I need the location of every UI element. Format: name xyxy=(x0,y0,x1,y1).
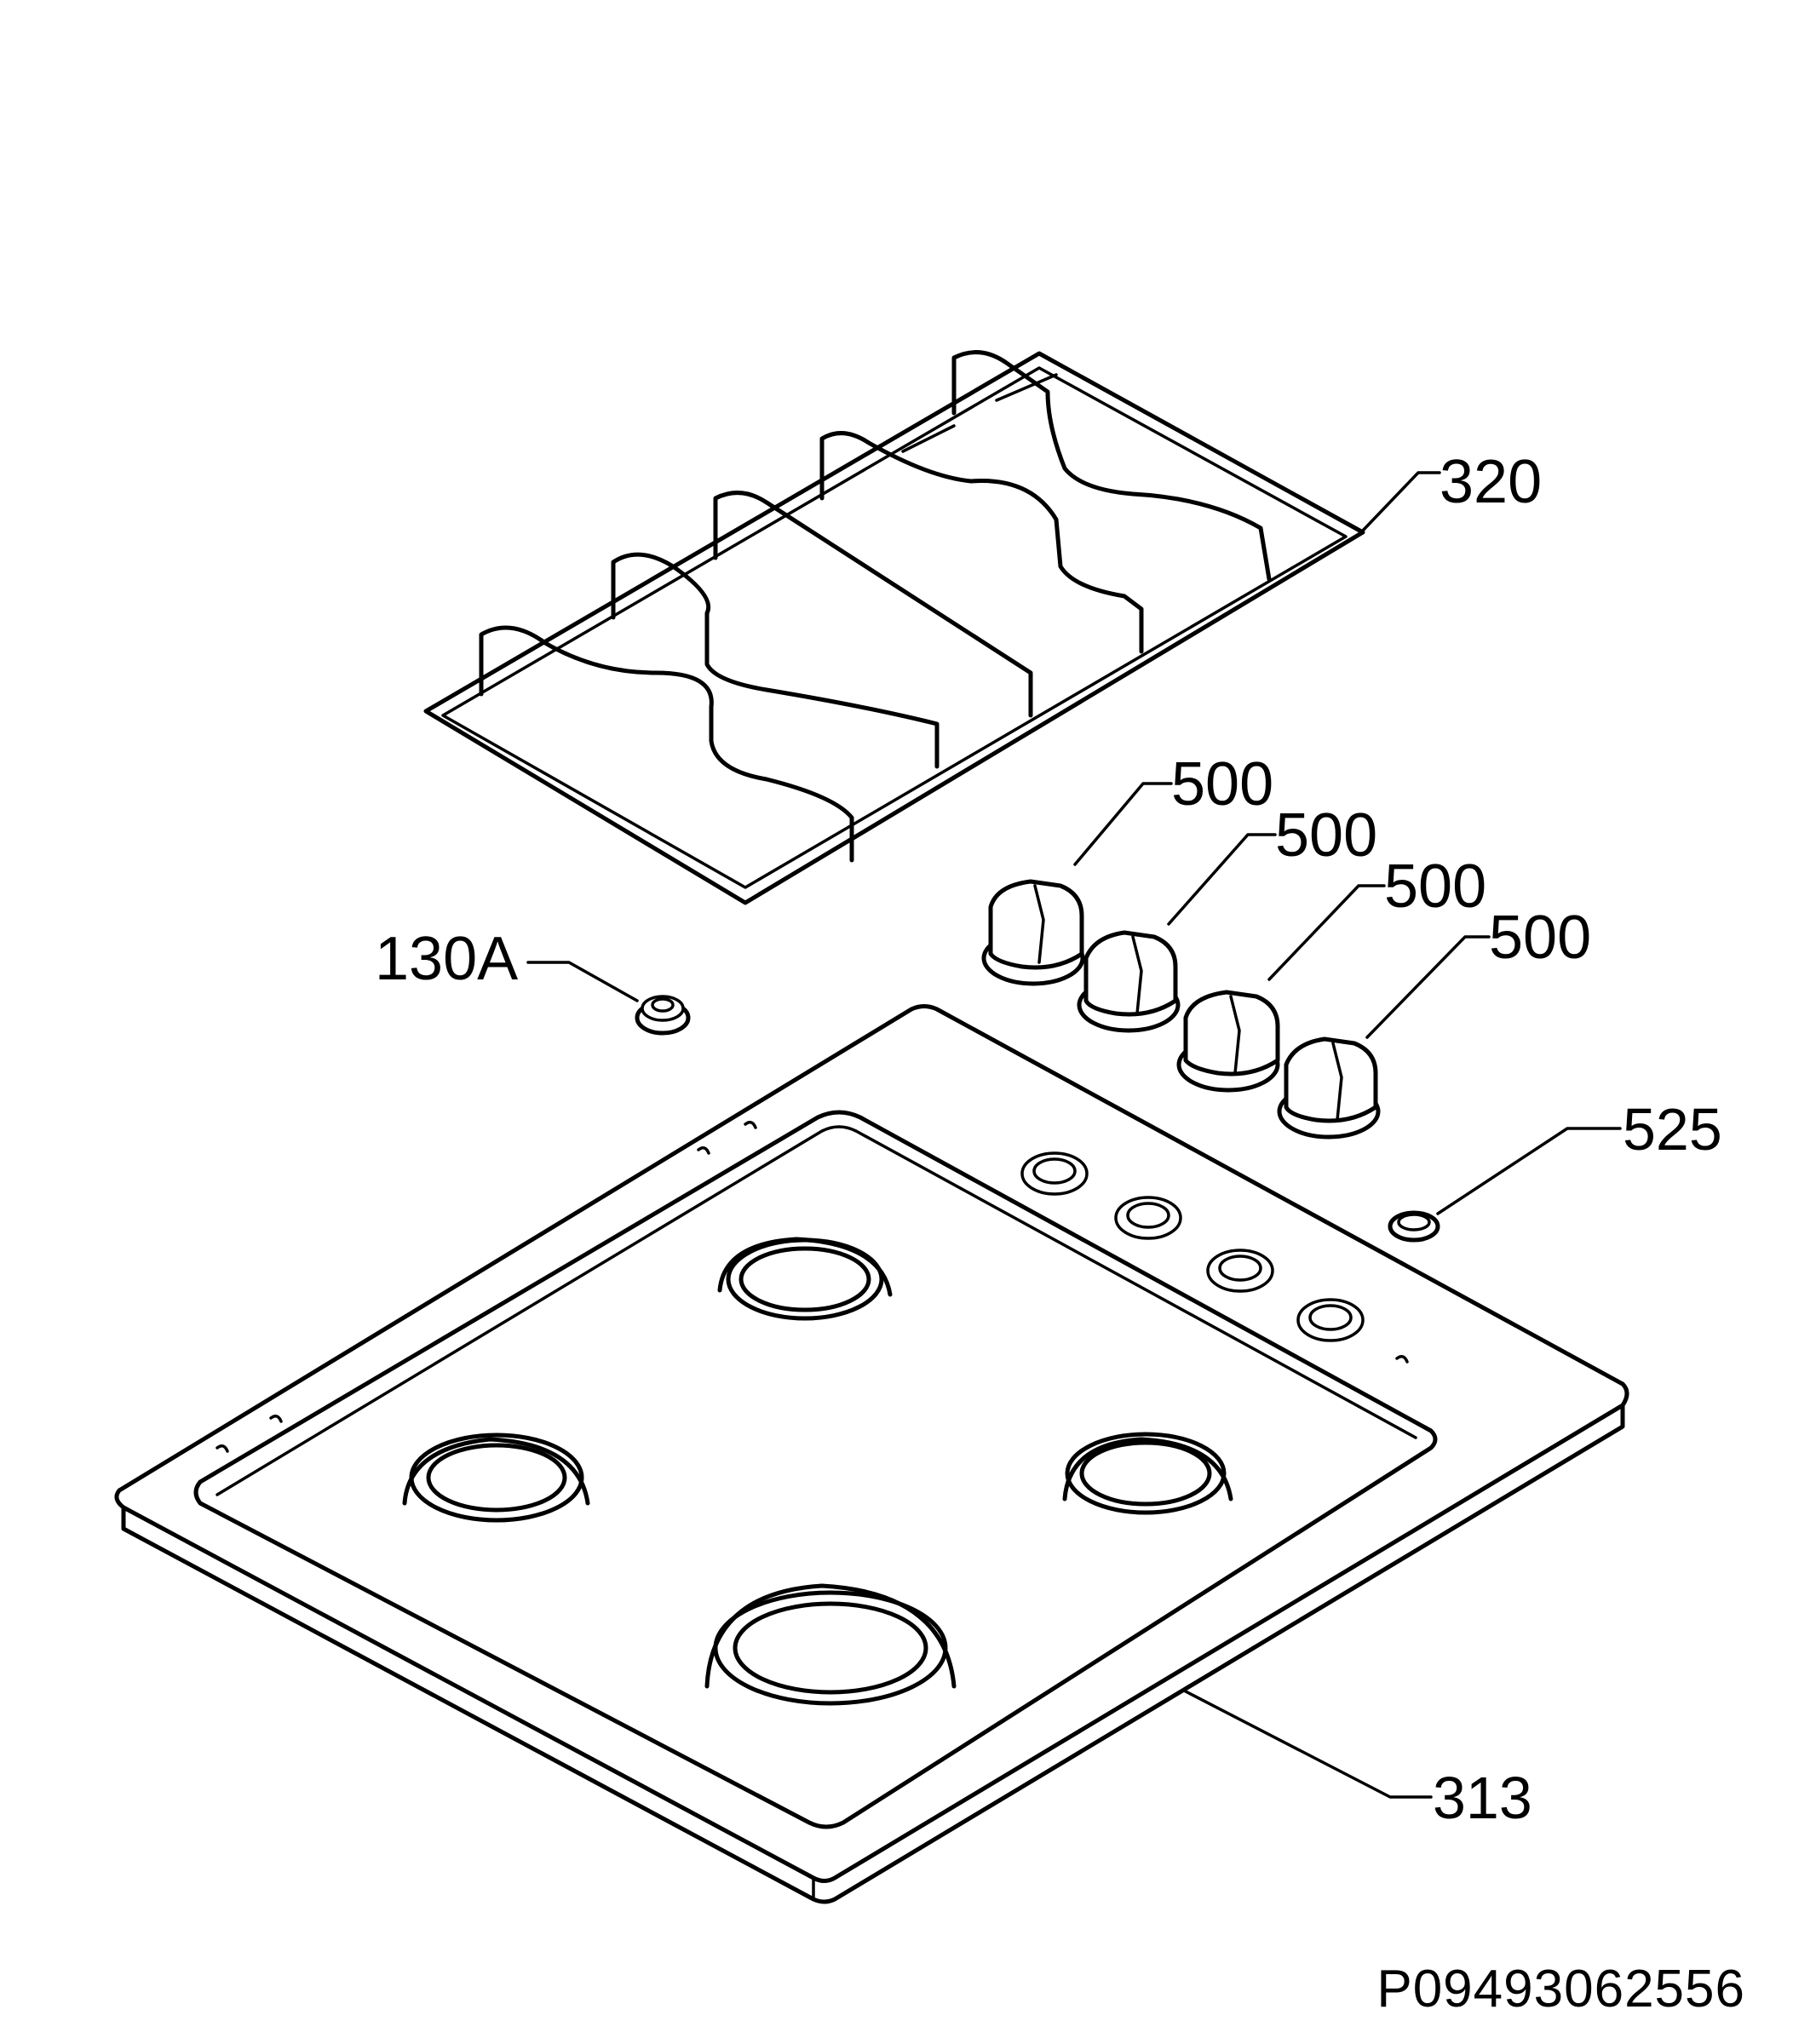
label-plug: 525 xyxy=(1623,1096,1722,1163)
label-pan-support: 320 xyxy=(1440,448,1542,516)
label-knob-2: 500 xyxy=(1275,801,1377,870)
hob-top-plate xyxy=(114,1004,1629,1904)
label-burner-cap: 130A xyxy=(375,925,518,993)
label-hob-top: 313 xyxy=(1433,1765,1532,1831)
plug xyxy=(1388,1210,1440,1243)
drawing-code: P09493062556 xyxy=(1376,1960,1745,2018)
label-knob-1: 500 xyxy=(1171,750,1273,818)
knob-2 xyxy=(1077,930,1181,1033)
knob-3 xyxy=(1176,990,1280,1093)
burner-ring-left xyxy=(402,1433,590,1523)
label-knob-3: 500 xyxy=(1384,853,1486,921)
burner-cap xyxy=(635,995,691,1036)
knob-1 xyxy=(981,879,1085,986)
knob-4 xyxy=(1277,1036,1381,1140)
pan-support-grid xyxy=(423,350,1365,905)
burner-ring-front xyxy=(704,1583,957,1706)
leader-lines xyxy=(526,471,1622,1799)
burner-ring-back xyxy=(717,1237,893,1321)
burner-ring-right xyxy=(1062,1432,1233,1515)
label-knob-4: 500 xyxy=(1489,904,1591,972)
